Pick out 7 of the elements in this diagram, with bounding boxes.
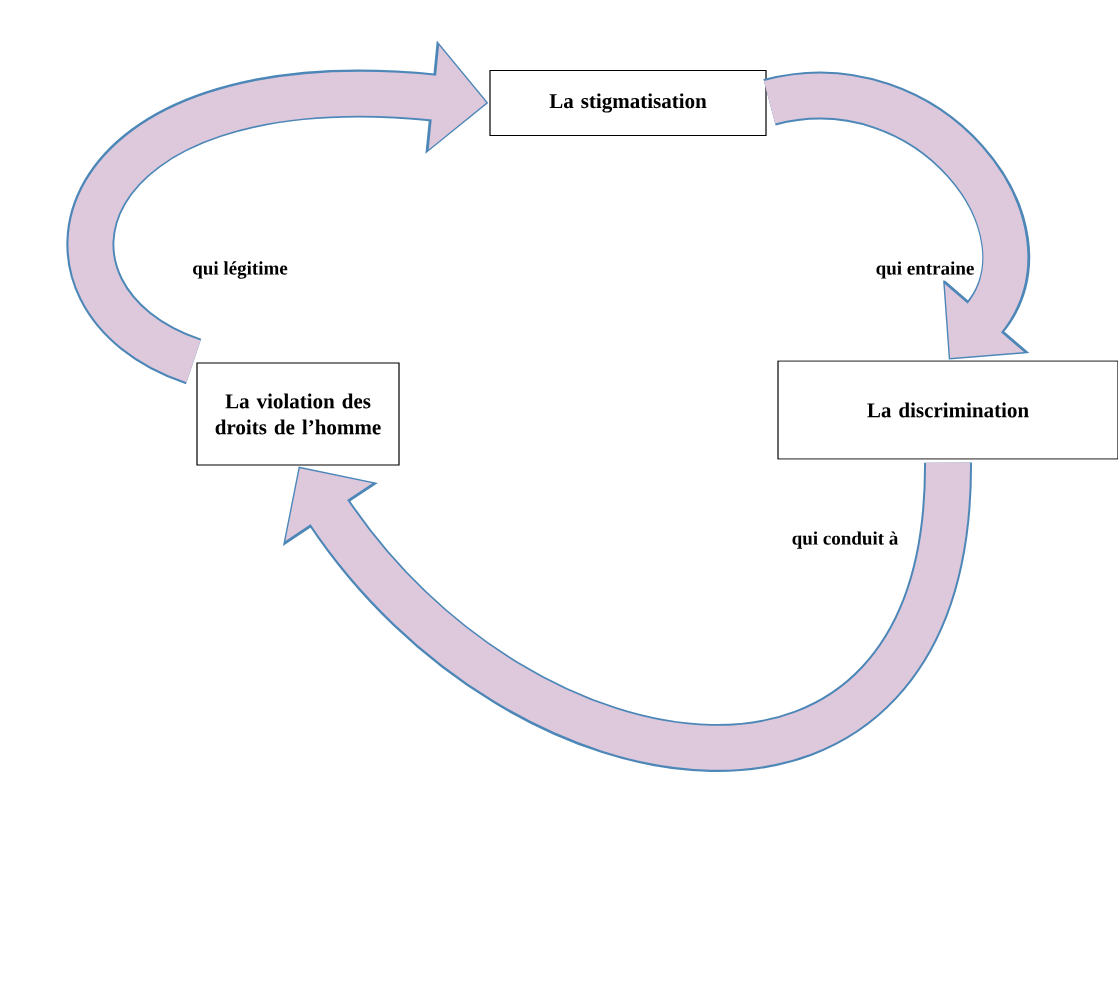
- text-box: La violation des droits de l’homme: [196, 362, 400, 466]
- text-box: La discrimination: [777, 360, 1118, 460]
- text-box: La stigmatisation: [489, 69, 767, 137]
- edge-label: qui conduit à: [789, 529, 901, 551]
- edge-label: qui légitime: [190, 259, 290, 281]
- edge-label: qui entraine: [873, 259, 977, 281]
- curved-arrow: [282, 460, 972, 772]
